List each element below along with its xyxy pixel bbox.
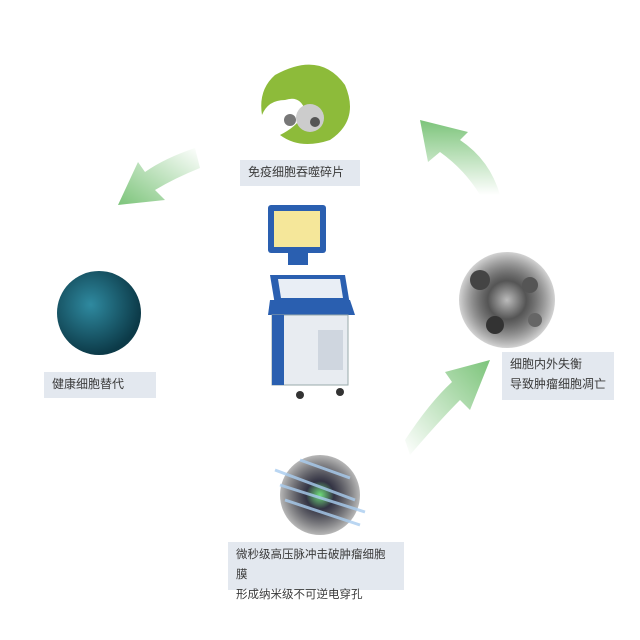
label-imbalance: 细胞内外失衡 导致肿瘤细胞凋亡 <box>502 352 614 400</box>
immune-cell-image <box>261 64 350 144</box>
arrow-top-left <box>118 148 200 205</box>
label-imbalance-line1: 细胞内外失衡 <box>510 357 583 371</box>
healthy-cell-image <box>57 271 141 355</box>
label-pulse-line2: 形成纳米级不可逆电穿孔 <box>236 587 363 601</box>
electroporation-cell-image <box>274 455 366 535</box>
apoptosis-cell-image <box>459 252 555 348</box>
label-healthy-replace: 健康细胞替代 <box>44 372 156 398</box>
label-pulse-line1: 微秒级高压脉冲击破肿瘤细胞膜 <box>236 547 386 581</box>
label-imbalance-line2: 导致肿瘤细胞凋亡 <box>510 377 607 391</box>
label-pulse: 微秒级高压脉冲击破肿瘤细胞膜 形成纳米级不可逆电穿孔 <box>228 542 404 601</box>
label-phagocytosis: 免疫细胞吞噬碎片 <box>240 160 360 186</box>
arrow-top-right <box>420 120 500 195</box>
ire-device-image <box>268 205 355 399</box>
arrow-bottom-right <box>405 360 490 455</box>
